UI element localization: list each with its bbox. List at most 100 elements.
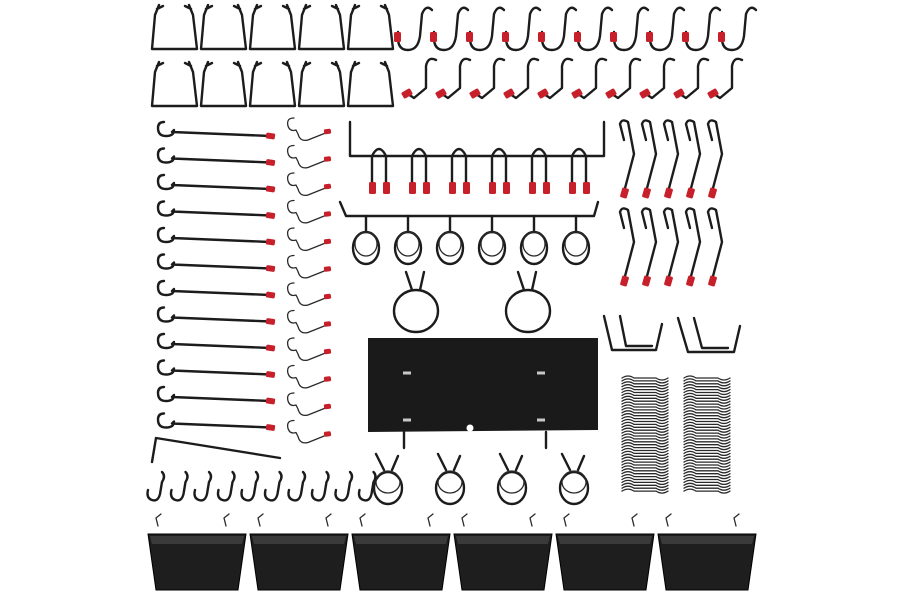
hook-tip — [383, 182, 390, 194]
peg-lock — [621, 415, 669, 422]
hook-tip — [323, 156, 332, 162]
double-prong — [570, 147, 588, 188]
storage-bin — [249, 533, 349, 591]
long-hook — [156, 332, 272, 350]
peg-lock — [621, 471, 669, 477]
hook-tip — [642, 187, 651, 199]
peg-lock — [683, 410, 731, 416]
hook-tip — [323, 293, 332, 300]
angled-hook — [684, 119, 702, 194]
double-prong — [490, 147, 508, 188]
j-hook — [396, 6, 434, 52]
peg-lock — [621, 442, 669, 448]
peg-lock — [683, 378, 731, 384]
hook-tip — [529, 182, 536, 194]
storage-bin-group — [147, 513, 757, 591]
u-hook — [199, 3, 248, 51]
peg-lock — [621, 410, 669, 416]
long-hook — [156, 412, 272, 429]
long-hook — [156, 200, 272, 217]
peg-lock — [621, 447, 669, 454]
storage-bin-rim — [558, 536, 652, 544]
peg-lock — [621, 395, 669, 401]
peg-lock — [621, 413, 669, 419]
peg-lock — [683, 415, 731, 422]
peg-lock — [621, 459, 669, 465]
hook-tip — [642, 275, 651, 287]
peg-lock-group — [621, 375, 731, 494]
double-prong — [370, 147, 388, 188]
curl-hook — [286, 309, 329, 334]
peg-lock — [621, 401, 669, 407]
hanger-ring — [372, 470, 404, 506]
double-prong — [410, 147, 428, 188]
bin-hanger — [257, 513, 332, 527]
peg-lock — [683, 375, 731, 381]
curl-hook — [286, 392, 329, 417]
hook-tip — [610, 32, 617, 42]
peg-lock — [621, 436, 669, 442]
peg-lock — [621, 473, 669, 480]
double-prong — [450, 147, 468, 188]
angled-hook-group — [602, 119, 742, 354]
peg-lock — [621, 386, 669, 393]
hook-tip — [369, 182, 376, 194]
small-j-hook — [240, 470, 260, 502]
peg-lock — [621, 468, 669, 474]
j-hook — [684, 6, 722, 52]
storage-bin-rim — [150, 536, 244, 544]
tool-panel — [368, 338, 598, 432]
l-hook — [576, 57, 608, 100]
peg-lock — [621, 444, 669, 451]
hanger-ring — [496, 470, 528, 506]
angled-hook — [662, 119, 680, 194]
long-hook — [156, 385, 272, 403]
ring-holder-inner — [564, 231, 588, 257]
peg-lock — [621, 381, 669, 387]
peg-lock — [621, 389, 669, 396]
curl-hook — [286, 199, 329, 224]
hanger-ring-inner — [499, 470, 525, 494]
peg-lock — [683, 430, 731, 436]
curl-hook — [286, 419, 329, 444]
peg-lock — [683, 465, 731, 471]
hook-tip — [502, 32, 509, 42]
long-hook — [156, 279, 272, 297]
ring-holder-inner — [438, 231, 462, 257]
hook-tip — [569, 182, 576, 194]
j-hook — [540, 6, 578, 52]
prong-bar — [348, 120, 606, 158]
j-hook — [468, 6, 506, 52]
peg-lock — [683, 398, 731, 404]
l-hook — [440, 57, 472, 100]
j-hook — [612, 6, 650, 52]
u-hook — [346, 3, 395, 51]
peg-lock — [683, 439, 731, 445]
peg-lock — [621, 418, 669, 425]
small-j-hook — [287, 470, 307, 502]
long-hook-group — [150, 120, 282, 464]
double-prong-bar-group — [348, 120, 606, 194]
long-hook — [156, 306, 272, 323]
peg-lock — [683, 485, 731, 491]
peg-lock — [621, 404, 669, 410]
l-hook-group — [401, 57, 744, 100]
angled-hook — [684, 207, 702, 282]
peg-lock — [621, 456, 669, 462]
hanger-ring — [558, 470, 590, 506]
long-hook — [156, 253, 272, 270]
u-hook-group — [150, 3, 395, 108]
small-j-hook — [357, 470, 377, 502]
l-hook — [508, 57, 540, 100]
panel-screw-slot — [537, 371, 545, 375]
peg-lock — [683, 384, 731, 390]
bin-hanger — [461, 513, 536, 527]
hook-tip — [537, 88, 549, 99]
hook-tip — [686, 187, 695, 199]
hanger-ring-inner — [375, 470, 401, 494]
peg-lock — [683, 427, 731, 433]
peg-lock — [683, 442, 731, 448]
hook-tip — [620, 275, 629, 287]
storage-bin — [657, 533, 757, 591]
hook-tip — [664, 275, 673, 287]
